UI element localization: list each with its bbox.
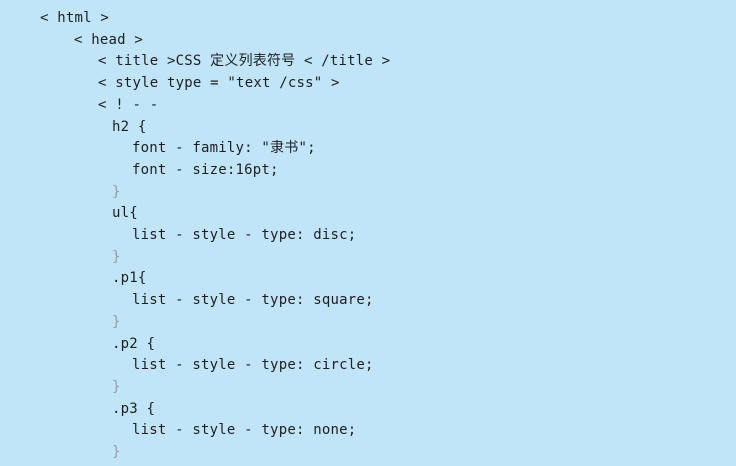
code-line-circle: list - style - type: circle; — [132, 357, 374, 373]
code-line-font-family: font - family: "隶书"; — [132, 140, 316, 156]
code-line-head-open: < head > — [74, 32, 144, 48]
code-line-close-brace: } — [112, 314, 121, 330]
code-line-p2-selector: .p2 { — [112, 336, 156, 352]
code-line-font-size: font - size:16pt; — [132, 162, 279, 178]
code-line-title: < title >CSS 定义列表符号 < /title > — [98, 53, 391, 69]
code-line-html-open: < html > — [40, 10, 110, 26]
code-line-close-brace: } — [112, 249, 121, 265]
code-line-none: list - style - type: none; — [132, 422, 357, 438]
code-line-p3-selector: .p3 { — [112, 401, 156, 417]
code-line-style-open: < style type = "text /css" > — [98, 75, 340, 91]
code-line-close-brace: } — [112, 379, 121, 395]
code-line-close-brace: } — [112, 184, 121, 200]
code-line-comment-open: < ! - - — [98, 97, 159, 113]
code-line-ul-selector: ul{ — [112, 205, 138, 221]
code-line-disc: list - style - type: disc; — [132, 227, 357, 243]
code-line-h2-selector: h2 { — [112, 119, 147, 135]
code-line-p1-selector: .p1{ — [112, 270, 147, 286]
code-line-close-brace: } — [112, 444, 121, 460]
code-line-square: list - style - type: square; — [132, 292, 374, 308]
